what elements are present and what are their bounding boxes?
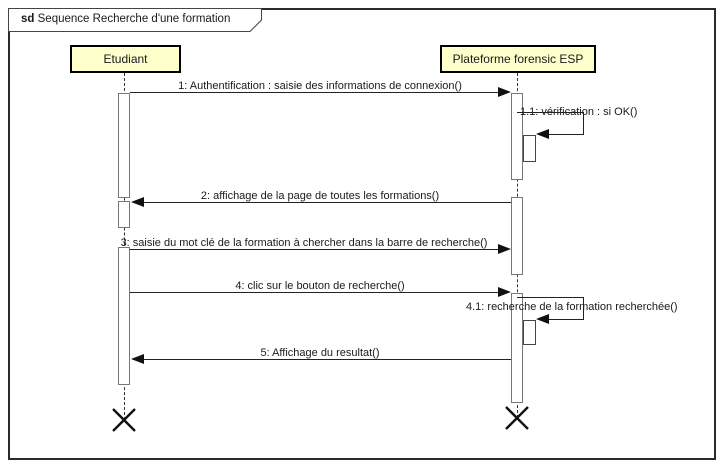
lifeline-line-etudiant [124,73,125,420]
activation-bar-etudiant-1 [118,93,130,198]
activation-bar-etudiant-2 [118,201,130,228]
lifeline-label-plateforme: Plateforme forensic ESP [452,52,584,66]
message-3-arrowhead-icon [498,244,511,254]
message-4-1-label: 4.1: recherche de la formation recherché… [466,301,678,313]
frame-title: Sequence Recherche d'une formation [37,13,231,25]
message-1-1-line-bottom [541,134,583,135]
message-1-label: 1: Authentification : saisie des informa… [178,80,462,92]
message-1-1-arrowhead-icon [536,129,549,139]
message-3-label: 3: saisie du mot clé de la formation à c… [120,237,488,249]
message-5-label: 5: Affichage du resultat() [260,347,380,359]
frame-keyword: sd [21,13,35,25]
message-4-1-arrowhead-icon [536,314,549,324]
destruction-x-icon-plateforme [502,403,532,433]
message-4-1-line-top [517,297,583,298]
message-2-label: 2: affichage de la page de toutes les fo… [200,190,440,202]
message-4-1-line-bottom [541,319,583,320]
message-4-line [130,292,499,293]
frame-tab-shape-icon [8,8,262,32]
nested-activation-bar-2 [523,320,536,345]
message-2-arrowhead-icon [131,197,144,207]
message-1-line [130,92,499,93]
message-4-label: 4: clic sur le bouton de recherche() [235,280,405,292]
nested-activation-bar-1 [523,135,536,162]
frame-title-text: sd Sequence Recherche d'une formation [21,13,230,25]
activation-bar-plateforme-1 [511,93,523,180]
message-1-1-line-side [583,112,584,135]
message-3-line [130,249,499,250]
activation-bar-plateforme-2 [511,197,523,275]
message-4-arrowhead-icon [498,287,511,297]
message-2-line [143,202,511,203]
lifeline-label-etudiant: Etudiant [103,52,148,66]
lifeline-head-plateforme: Plateforme forensic ESP [440,45,596,73]
diagram-frame [8,8,716,460]
message-1-1-line-top [517,112,583,113]
message-5-arrowhead-icon [131,354,144,364]
message-1-arrowhead-icon [498,87,511,97]
lifeline-head-etudiant: Etudiant [70,45,181,73]
message-5-line [143,359,511,360]
activation-bar-plateforme-3 [511,293,523,403]
message-4-1-line-side [583,297,584,320]
frame-title-tab: sd Sequence Recherche d'une formation [8,8,262,32]
activation-bar-etudiant-3 [118,247,130,385]
destruction-x-icon-etudiant [109,405,139,435]
